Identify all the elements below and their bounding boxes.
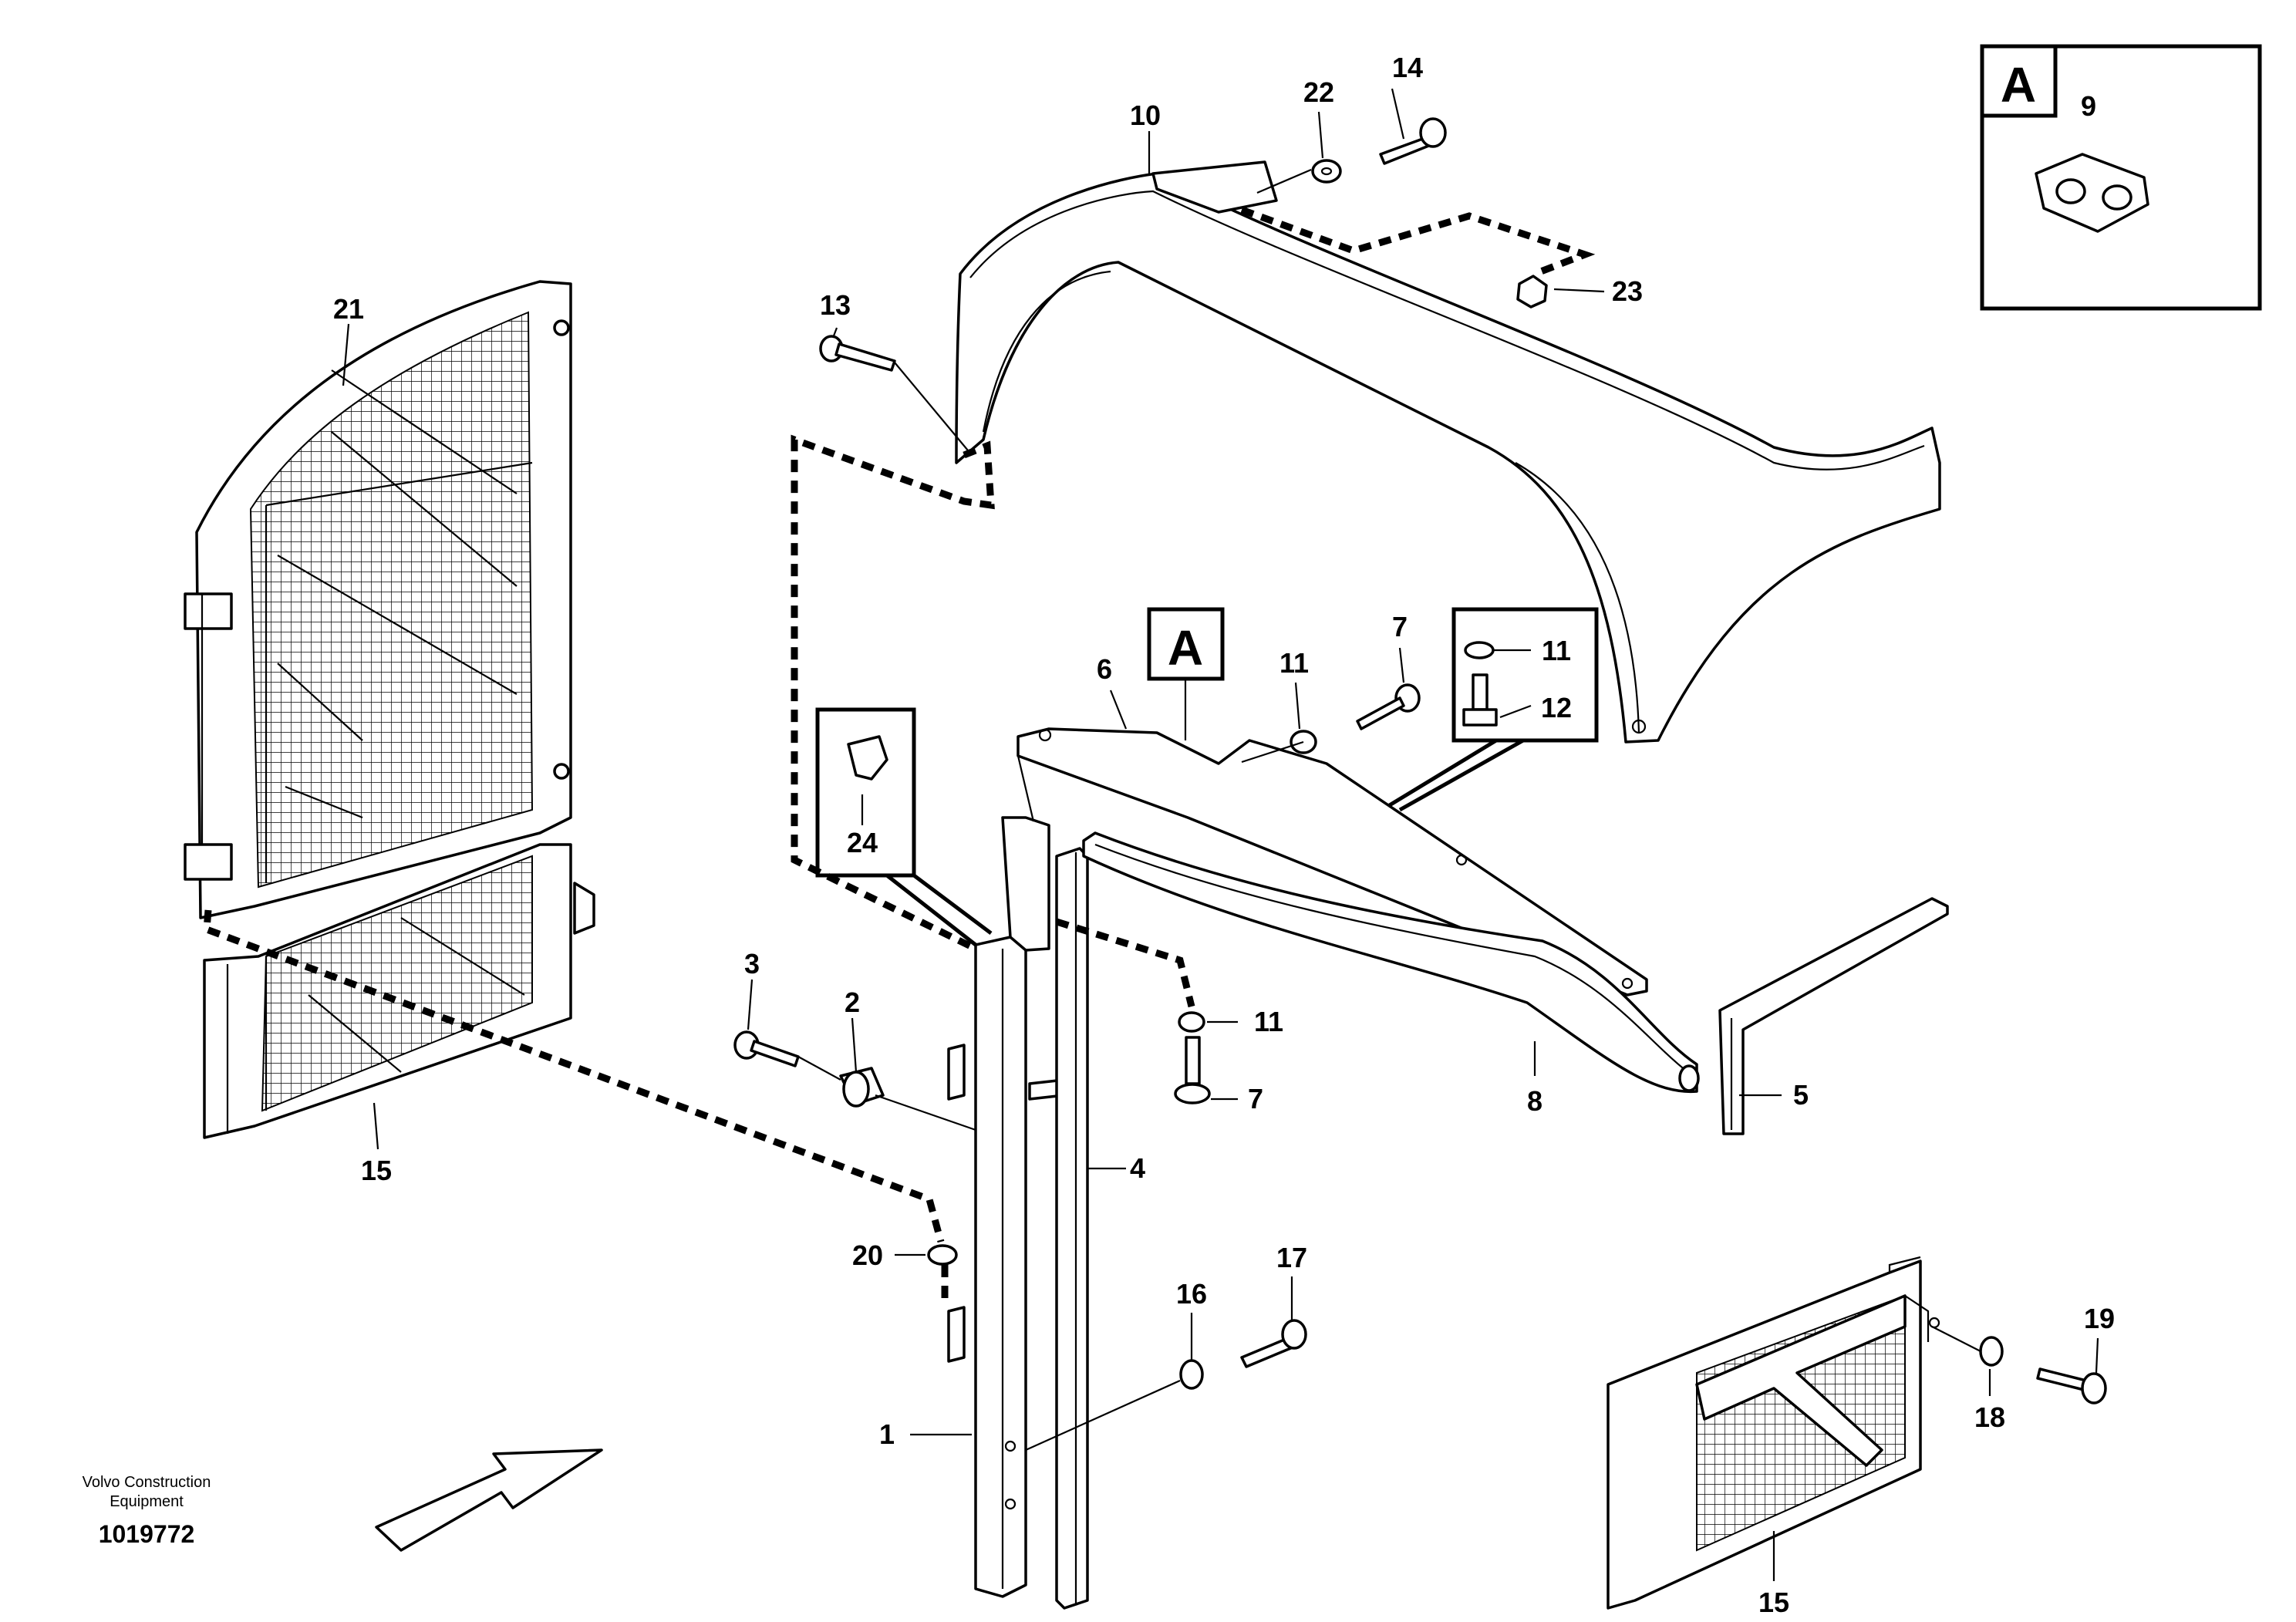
dashed-assembly-lines xyxy=(203,206,1596,1300)
label-13: 13 xyxy=(820,289,851,321)
detail-a-frame: A xyxy=(1980,44,2262,311)
label-3: 3 xyxy=(744,948,760,980)
detail-a-letter: A xyxy=(2001,57,2036,113)
label-10: 10 xyxy=(1130,99,1161,131)
label-9: 9 xyxy=(2081,90,2096,122)
label-20: 20 xyxy=(852,1239,883,1271)
document-number: 1019772 xyxy=(99,1520,195,1548)
label-15-right: 15 xyxy=(1758,1587,1789,1618)
part-5-l-profile xyxy=(1718,897,1949,1135)
label-4: 4 xyxy=(1130,1152,1145,1184)
label-7-lower: 7 xyxy=(1248,1083,1263,1114)
label-5: 5 xyxy=(1793,1079,1809,1111)
credit-block: Volvo Construction Equipment 1019772 xyxy=(83,1474,211,1548)
label-22: 22 xyxy=(1303,76,1334,108)
label-6: 6 xyxy=(1097,653,1112,685)
part-9-double-grommet xyxy=(2035,153,2149,233)
credit-line-2: Equipment xyxy=(110,1493,184,1510)
inset-24 xyxy=(815,707,993,946)
label-23: 23 xyxy=(1612,275,1643,307)
label-14: 14 xyxy=(1392,52,1423,83)
label-18: 18 xyxy=(1974,1401,2005,1433)
label-24: 24 xyxy=(847,827,878,858)
label-17: 17 xyxy=(1276,1242,1307,1273)
fasteners xyxy=(733,117,2107,1404)
part-1-vertical-post xyxy=(947,816,1066,1598)
label-11-upper: 11 xyxy=(1279,647,1309,679)
part-4-seal-strip xyxy=(1055,847,1089,1610)
label-1: 1 xyxy=(879,1418,895,1450)
part-10-cover xyxy=(955,160,1941,744)
direction-arrow xyxy=(375,1448,603,1552)
part-6-bracket xyxy=(1017,727,1648,996)
part-21-grille-door xyxy=(184,280,572,919)
label-8: 8 xyxy=(1527,1085,1542,1117)
part-labels: 10 22 14 23 13 21 9 6 11 7 11 12 24 3 2 … xyxy=(333,52,2115,1618)
leader-lines xyxy=(342,88,2099,1581)
detail-a-ref-letter: A xyxy=(1168,620,1203,676)
connection-lines xyxy=(797,168,1981,1452)
credit-line-1: Volvo Construction xyxy=(83,1474,211,1491)
label-2: 2 xyxy=(845,986,860,1018)
label-11-inset: 11 xyxy=(1542,635,1571,666)
label-21: 21 xyxy=(333,293,364,325)
label-7-upper: 7 xyxy=(1392,611,1408,642)
part-15-lower-grille-left xyxy=(203,843,595,1139)
label-11-lower: 11 xyxy=(1254,1006,1283,1037)
detail-a-reference: A xyxy=(1147,607,1225,740)
part-15-lower-grille-right xyxy=(1607,1256,1940,1610)
inset-11-12 xyxy=(1387,607,1599,812)
label-19: 19 xyxy=(2084,1303,2115,1334)
label-15-left: 15 xyxy=(361,1155,392,1186)
label-12: 12 xyxy=(1541,692,1572,723)
part-8-long-seal xyxy=(1082,831,1700,1094)
label-16: 16 xyxy=(1176,1278,1207,1310)
